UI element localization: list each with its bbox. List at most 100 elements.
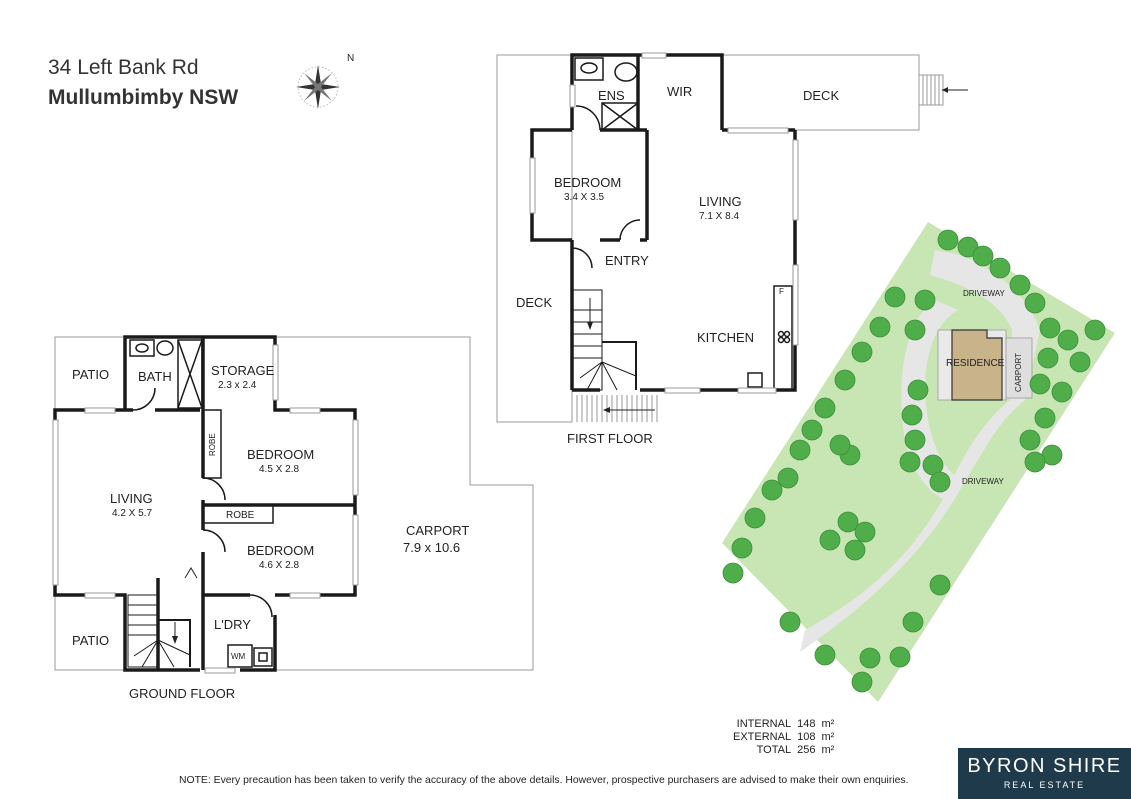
address-street: 34 Left Bank Rd (48, 56, 199, 79)
site-carport-footprint (1005, 337, 1033, 399)
compass-rose-icon (296, 65, 340, 109)
ff-label-wir: WIR (667, 84, 692, 99)
gf-outdoor-outlines (54, 336, 534, 671)
tree-icon (851, 671, 873, 693)
gf-label-bedroom1: BEDROOM (247, 447, 314, 462)
area-label: TOTAL (756, 744, 792, 756)
gf-label-storage-dim: 2.3 x 2.4 (218, 380, 257, 391)
disclaimer-note: NOTE: Every precaution has been taken to… (179, 775, 909, 786)
area-unit: m² (821, 731, 835, 743)
tree-icon (1034, 407, 1056, 429)
tree-icon (834, 369, 856, 391)
site-label-residence: RESIDENCE (946, 358, 1005, 369)
gf-label-carport-dim: 7.9 x 10.6 (403, 540, 460, 555)
tree-icon (779, 611, 801, 633)
tree-icon (1029, 373, 1051, 395)
ff-label-bedroom-dim: 3.4 X 3.5 (564, 192, 604, 203)
tree-icon (789, 439, 811, 461)
first-floor-title: FIRST FLOOR (567, 431, 653, 446)
tree-icon (989, 257, 1011, 279)
ff-label-entry: ENTRY (605, 253, 649, 268)
tree-icon (854, 521, 876, 543)
tree-icon (829, 434, 851, 456)
gf-label-patio-top: PATIO (72, 367, 109, 382)
gf-walls (53, 335, 357, 672)
tree-icon (859, 647, 881, 669)
area-unit: m² (821, 744, 835, 756)
tree-icon (937, 229, 959, 251)
site-plan: RESIDENCE CARPORT DRIVEWAY DRIVEWAY (722, 222, 1115, 702)
tree-icon (972, 245, 994, 267)
tree-icon (889, 646, 911, 668)
tree-icon (1024, 292, 1046, 314)
tree-icon (1084, 319, 1106, 341)
tree-icon (731, 537, 753, 559)
site-trees (722, 229, 1106, 693)
ff-label-living-dim: 7.1 X 8.4 (699, 211, 739, 222)
ff-label-fridge: F (779, 287, 784, 296)
tree-icon (814, 644, 836, 666)
tree-icon (904, 319, 926, 341)
tree-icon (884, 286, 906, 308)
deck-stairs-right (918, 74, 944, 106)
brand-logo: BYRON SHIRE REAL ESTATE (958, 748, 1131, 799)
ff-label-ens: ENS (598, 88, 625, 103)
area-row-external: EXTERNAL 108 m² (730, 731, 837, 744)
ff-label-living: LIVING (699, 194, 742, 209)
tree-icon (1051, 381, 1073, 403)
ff-label-deck-left: DECK (516, 295, 552, 310)
ground-floor-title: GROUND FLOOR (129, 686, 235, 701)
area-row-total: TOTAL 256 m² (730, 744, 837, 757)
tree-icon (819, 529, 841, 551)
tree-icon (914, 289, 936, 311)
gf-label-patio-bottom: PATIO (72, 633, 109, 648)
gf-label-bedroom2-dim: 4.6 X 2.8 (259, 560, 299, 571)
site-label-carport: CARPORT (1014, 353, 1023, 392)
tree-icon (899, 451, 921, 473)
first-floor-entry-steps (571, 395, 658, 422)
tree-icon (761, 479, 783, 501)
site-residence (951, 329, 1003, 401)
compass-north-label: N (347, 53, 354, 64)
tree-icon (1024, 451, 1046, 473)
tree-icon (1039, 317, 1061, 339)
area-label: EXTERNAL (733, 731, 792, 743)
tree-icon (907, 379, 929, 401)
area-unit: m² (821, 718, 835, 730)
brand-tagline: REAL ESTATE (1003, 780, 1086, 790)
tree-icon (1019, 429, 1041, 451)
area-row-internal: INTERNAL 148 m² (730, 718, 837, 731)
tree-icon (777, 467, 799, 489)
gf-label-living: LIVING (110, 491, 153, 506)
area-value: 256 (797, 744, 816, 756)
gf-label-carport: CARPORT (406, 523, 469, 538)
tree-icon (869, 316, 891, 338)
gf-label-robe-vertical: ROBE (208, 433, 217, 456)
tree-icon (904, 429, 926, 451)
gf-label-robe: ROBE (226, 510, 255, 521)
tree-icon (1009, 274, 1031, 296)
first-floor-plan: ENS WIR DECK BEDROOM 3.4 X 3.5 LIVING 7.… (496, 52, 968, 446)
tree-icon (837, 511, 859, 533)
tree-icon (902, 611, 924, 633)
tree-icon (901, 404, 923, 426)
ff-label-kitchen: KITCHEN (697, 330, 754, 345)
tree-icon (1037, 347, 1059, 369)
first-floor-stairs (571, 289, 637, 391)
tree-icon (929, 574, 951, 596)
tree-icon (844, 539, 866, 561)
gf-stairs (127, 594, 191, 668)
area-label: INTERNAL (736, 718, 792, 730)
ff-label-deck-top: DECK (803, 88, 839, 103)
site-label-driveway-top: DRIVEWAY (963, 289, 1005, 298)
tree-icon (1069, 351, 1091, 373)
gf-label-bath: BATH (138, 369, 172, 384)
tree-icon (722, 562, 744, 584)
ground-floor-plan: PATIO BATH STORAGE 2.3 x 2.4 ROBE BEDROO… (52, 335, 534, 701)
tree-icon (851, 341, 873, 363)
tree-icon (1057, 329, 1079, 351)
area-value: 148 (797, 718, 816, 730)
gf-label-storage: STORAGE (211, 363, 275, 378)
tree-icon (744, 507, 766, 529)
